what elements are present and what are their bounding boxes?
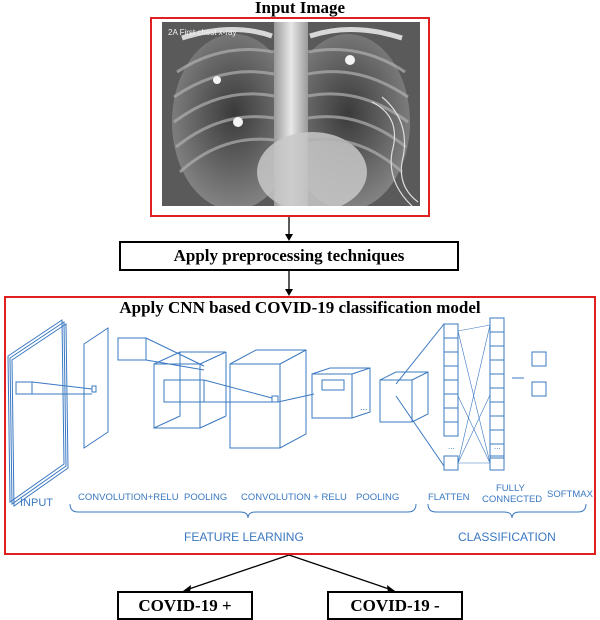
model-title: Apply CNN based COVID-19 classification … bbox=[119, 298, 481, 317]
arrow-model-to-negative bbox=[288, 554, 393, 591]
flatten-ellipsis: ... bbox=[448, 442, 455, 451]
dense-connections bbox=[457, 324, 491, 464]
input-label: INPUT bbox=[20, 497, 53, 509]
classification-brace bbox=[427, 503, 587, 519]
stage-flatten: FLATTEN bbox=[428, 492, 470, 503]
input-image-title: Input Image bbox=[254, 0, 346, 17]
conv1-receptive-field bbox=[117, 337, 147, 361]
input-receptive-field bbox=[15, 381, 33, 395]
feature-learning-brace bbox=[69, 503, 417, 519]
stage-fully: FULLY bbox=[496, 483, 526, 494]
pre-flatten-block bbox=[379, 371, 429, 423]
stage-pooling-1: POOLING bbox=[184, 492, 227, 503]
pool1-block bbox=[153, 351, 227, 429]
stage-pooling-2: POOLING bbox=[356, 492, 399, 503]
pool-ellipsis: ... bbox=[360, 402, 368, 412]
xray-caption: 2A First chest x-ray bbox=[168, 28, 237, 37]
conv1-block bbox=[83, 327, 109, 449]
chest-xray-image: 2A First chest x-ray bbox=[162, 22, 420, 206]
softmax-nodes bbox=[512, 351, 547, 397]
model-frame bbox=[4, 296, 596, 555]
input-image-frame bbox=[150, 17, 430, 217]
covid-negative-box: COVID-19 - bbox=[327, 591, 463, 620]
preprocessing-label: Apply preprocessing techniques bbox=[173, 246, 405, 265]
stage-connected: CONNECTED bbox=[482, 494, 542, 505]
classification-label: CLASSIFICATION bbox=[458, 530, 556, 544]
stage-conv-relu-1: CONVOLUTION+RELU bbox=[78, 492, 179, 503]
arrow-model-to-positive bbox=[185, 554, 290, 591]
feature-learning-label: FEATURE LEARNING bbox=[184, 530, 304, 544]
covid-negative-label: COVID-19 - bbox=[350, 595, 440, 615]
pool2-block bbox=[311, 367, 371, 419]
stage-conv-relu-2: CONVOLUTION + RELU bbox=[241, 492, 347, 503]
covid-positive-label: COVID-19 + bbox=[138, 595, 232, 615]
pool1-receptive-field bbox=[163, 379, 205, 403]
cnn-architecture-diagram: ... ... ... INPUT CONVOLUTION+RELU POOLI… bbox=[7, 317, 594, 544]
covid-positive-box: COVID-19 + bbox=[117, 591, 253, 620]
fc-ellipsis: ... bbox=[494, 442, 501, 451]
input-layer-plane bbox=[7, 319, 69, 507]
flatten-column bbox=[443, 323, 459, 471]
preprocessing-step-box: Apply preprocessing techniques bbox=[119, 241, 459, 271]
stage-softmax: SOFTMAX bbox=[547, 489, 594, 500]
conv2-block bbox=[229, 349, 307, 449]
